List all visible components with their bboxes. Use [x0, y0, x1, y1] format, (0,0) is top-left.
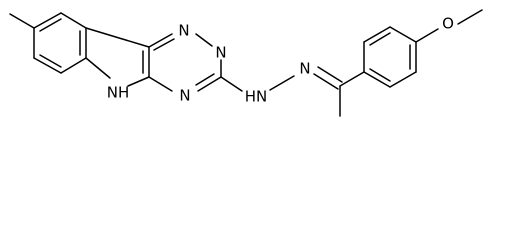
bond-n-c-double-a: [313, 73, 339, 90]
hydrazone-chain: [220, 66, 365, 117]
bond-c-aryl: [339, 71, 365, 87]
bond-triazine-4: [197, 76, 222, 92]
bond-ar-2: [363, 26, 391, 43]
bond-ar-o: [415, 28, 439, 43]
bond-triazine-1: [148, 33, 173, 48]
bond-triazine-5: [148, 76, 173, 92]
chemical-structure: N N N NH HN N O: [9, 9, 483, 117]
bond-triazine-inner-2: [195, 73, 215, 86]
methoxy-group: [415, 9, 483, 43]
bond-pyrrole-4: [85, 27, 150, 48]
bond-methyl-indole: [9, 13, 35, 29]
methoxyphenyl-ring: [363, 26, 417, 88]
bond-nh-n: [269, 75, 295, 91]
bond-ar-5: [389, 71, 417, 88]
atom-label-n-triazine-3: N: [179, 87, 190, 105]
triazine-ring: [148, 33, 222, 92]
bond-ar-3: [389, 26, 417, 43]
bond-pyrrole-2: [127, 76, 150, 87]
bond-bz-4: [60, 57, 87, 74]
bond-pyrrole-1: [85, 57, 111, 79]
atom-label-n-triazine-1: N: [178, 22, 189, 40]
atom-label-n-imine: N: [299, 60, 310, 78]
bond-triazine-2: [195, 33, 213, 47]
bond-bz-inner-3: [39, 54, 62, 68]
bond-bz-5: [33, 57, 62, 74]
bond-o-methyl: [457, 9, 483, 25]
bond-ar-inner-1: [369, 32, 391, 46]
bond-bz-1: [33, 12, 62, 29]
bond-ar-6: [363, 71, 391, 88]
bond-triazine-nh: [220, 76, 243, 92]
bond-bz-inner-1: [39, 18, 62, 32]
bond-group-left-methyl: [9, 13, 35, 29]
bond-ar-inner-3: [369, 68, 391, 82]
atom-label-nh-hydrazone: HN: [245, 88, 268, 106]
bond-bz-2: [60, 12, 87, 29]
indole-benzene-ring: [33, 12, 87, 74]
bond-n-c-double-b: [317, 66, 343, 83]
indole-pyrrole-ring: [85, 27, 150, 87]
atom-label-o-methoxy: O: [442, 15, 454, 33]
atom-label-n-triazine-2: N: [215, 44, 226, 62]
bond-triazine-inner-1: [153, 38, 175, 51]
atom-label-nh-indole: NH: [107, 84, 130, 102]
